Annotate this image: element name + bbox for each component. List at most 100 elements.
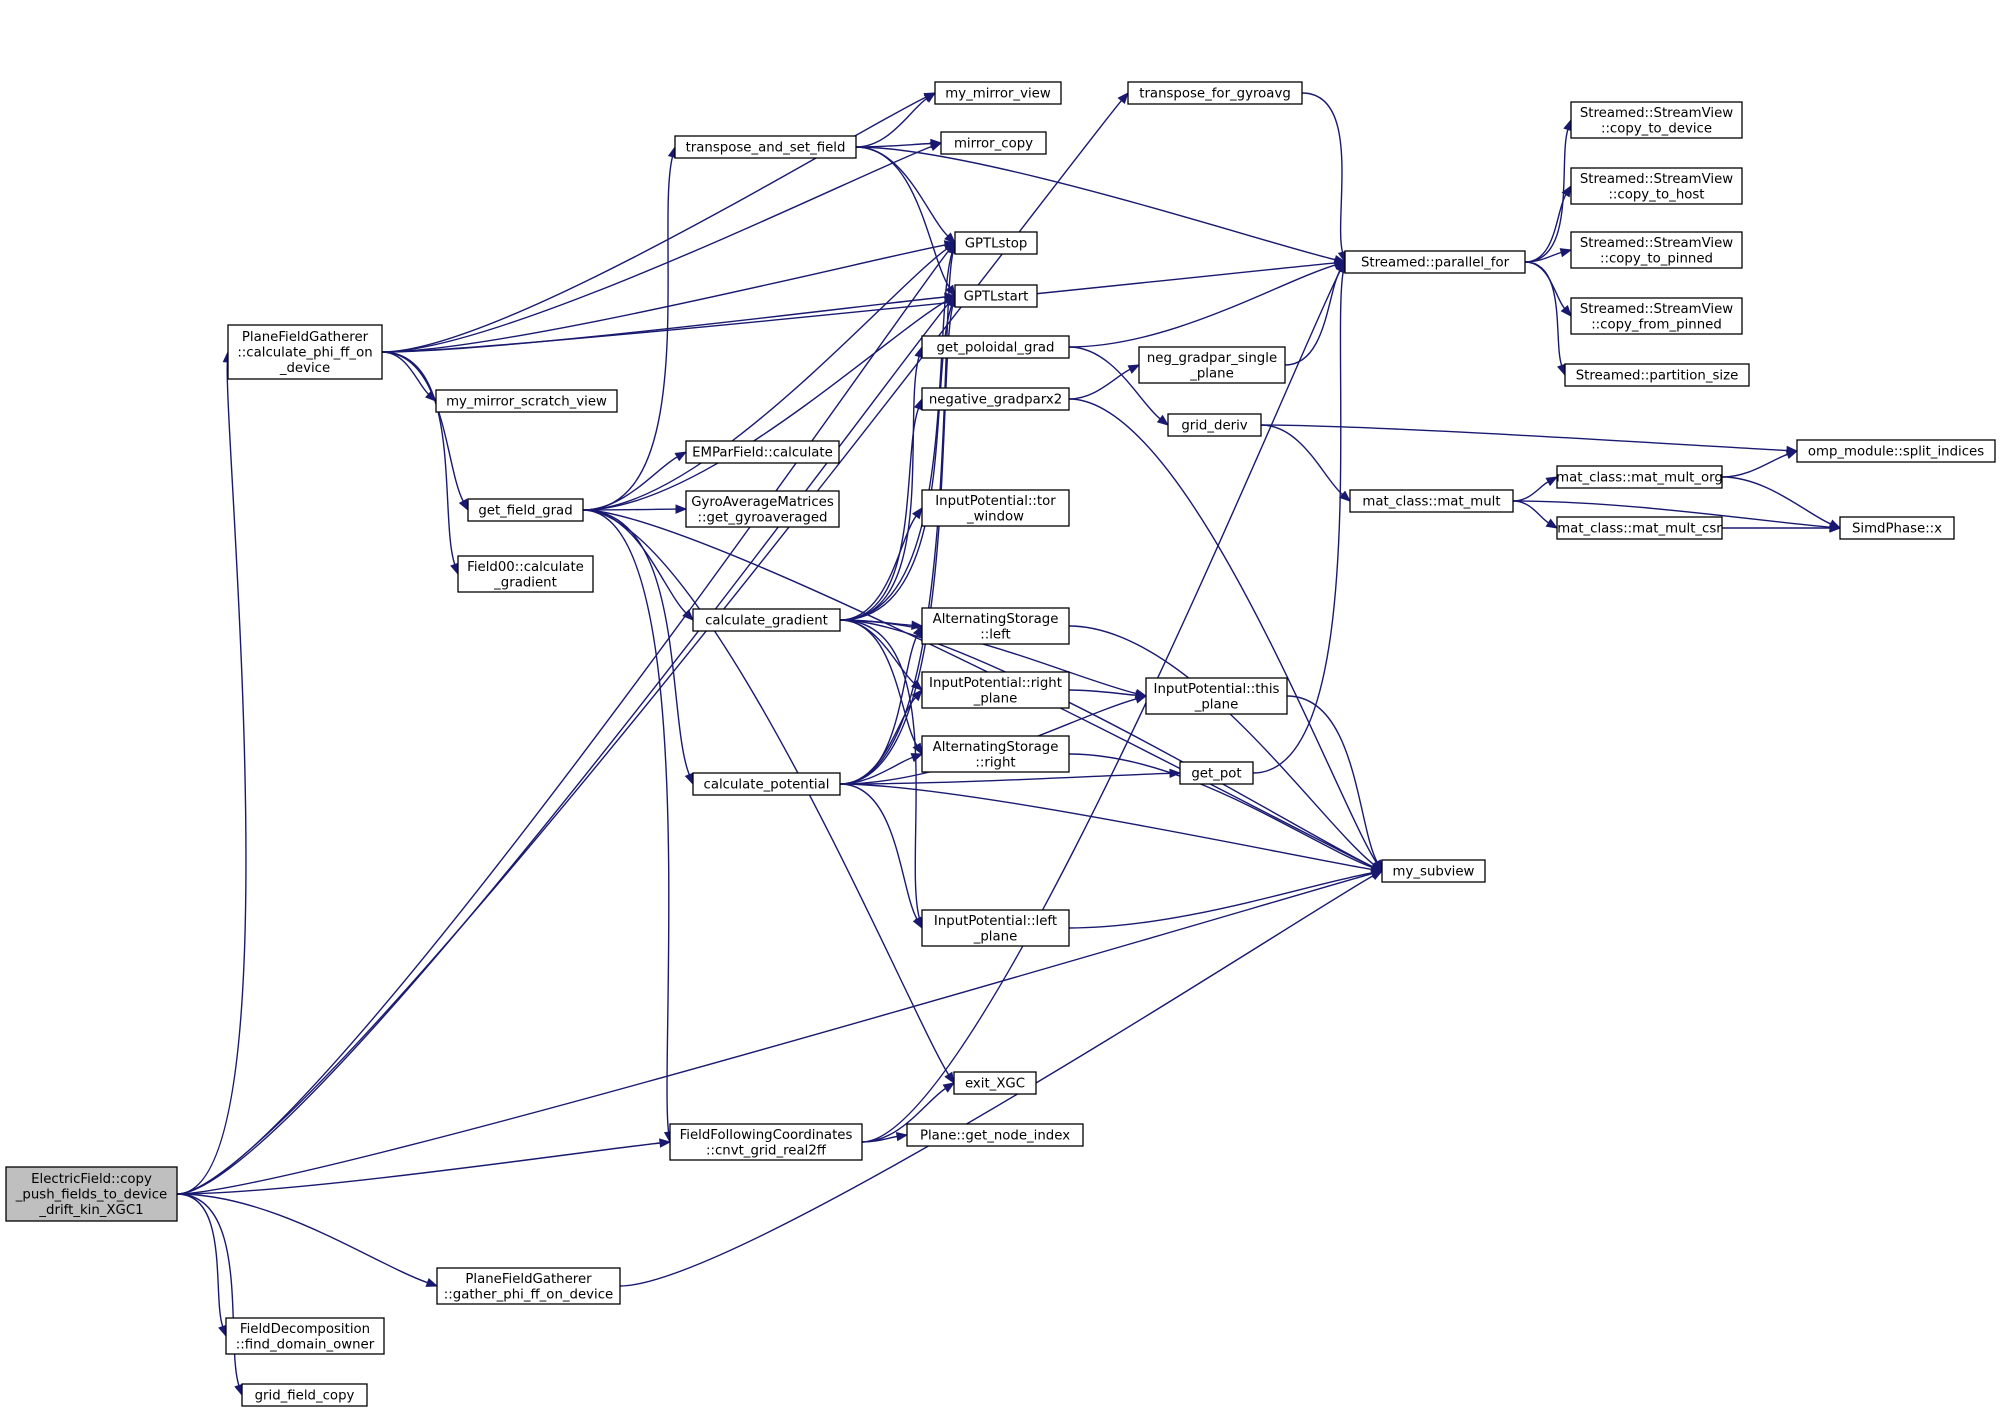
node-box xyxy=(674,135,857,159)
node-label-line: calculate_potential xyxy=(704,778,830,793)
edge-line xyxy=(861,270,1341,1143)
node-label-line: _device xyxy=(279,361,330,376)
edge-calc-gradient-to-get-poloidal-grad xyxy=(839,345,924,621)
node-label-line: PlaneFieldGatherer xyxy=(465,1272,592,1287)
node-mirror-copy[interactable]: mirror_copy xyxy=(940,131,1047,155)
node-label-line: InputPotential::this xyxy=(1154,682,1280,697)
node-box xyxy=(921,387,1070,411)
node-field00[interactable]: Field00::calculate_gradient xyxy=(457,555,594,593)
node-neg-gradpar[interactable]: neg_gradpar_single_plane xyxy=(1138,346,1286,384)
edge-get-field-grad-to-calc-potential xyxy=(582,509,694,786)
node-label-line: my_mirror_scratch_view xyxy=(446,395,607,410)
node-negative-gradparx2[interactable]: negative_gradparx2 xyxy=(921,387,1070,411)
edge-calc-gradient-to-ip-left xyxy=(839,619,924,930)
node-sv-copy-pinned[interactable]: Streamed::StreamView::copy_to_pinned xyxy=(1570,231,1743,269)
node-box xyxy=(225,1317,385,1355)
node-ip-left[interactable]: InputPotential::left_plane xyxy=(921,909,1070,947)
edge-parallel-for-to-partition-size xyxy=(1524,261,1566,377)
node-as-left[interactable]: AlternatingStorage::left xyxy=(921,607,1070,645)
node-label-line: ::copy_to_pinned xyxy=(1600,251,1713,266)
node-box xyxy=(1138,346,1286,384)
node-get-pot[interactable]: get_pot xyxy=(1179,761,1254,785)
node-box xyxy=(954,284,1038,308)
node-grid-deriv[interactable]: grid_deriv xyxy=(1167,413,1262,437)
node-label-line: ::left xyxy=(980,627,1011,642)
node-label-line: get_field_grad xyxy=(478,504,572,519)
node-gyroavg[interactable]: GyroAverageMatrices::get_gyroaveraged xyxy=(685,490,840,528)
arrowhead-icon xyxy=(458,498,469,512)
node-ffc[interactable]: FieldFollowingCoordinates::cnvt_grid_rea… xyxy=(669,1123,863,1161)
node-sv-copy-host[interactable]: Streamed::StreamView::copy_to_host xyxy=(1570,167,1743,205)
node-emparfield[interactable]: EMParField::calculate xyxy=(685,440,840,464)
node-root[interactable]: ElectricField::copy_push_fields_to_devic… xyxy=(5,1166,178,1222)
edge-transpose-gyro-to-parallel-for xyxy=(1301,92,1347,264)
edge-line xyxy=(839,619,918,746)
node-get-poloidal-grad[interactable]: get_poloidal_grad xyxy=(921,335,1070,359)
edge-ffc-to-parallel-for xyxy=(861,260,1346,1143)
edge-transpose-set-to-mirror-copy xyxy=(855,138,943,149)
node-label-line: _plane xyxy=(1189,366,1234,381)
node-transpose-gyro[interactable]: transpose_for_gyroavg xyxy=(1127,81,1303,105)
arrowhead-icon xyxy=(1117,91,1129,105)
node-ip-this[interactable]: InputPotential::this_plane xyxy=(1145,677,1288,715)
edge-ip-right-to-ip-this xyxy=(1068,689,1148,700)
node-parallel-for[interactable]: Streamed::parallel_for xyxy=(1344,250,1526,274)
edge-line xyxy=(839,252,953,621)
node-gptlstop[interactable]: GPTLstop xyxy=(954,231,1038,255)
edge-get-field-grad-to-gptlstop xyxy=(582,242,957,511)
node-label-line: grid_deriv xyxy=(1181,419,1247,434)
node-sv-copy-from-pinned[interactable]: Streamed::StreamView::copy_from_pinned xyxy=(1570,297,1743,335)
node-split-indices[interactable]: omp_module::split_indices xyxy=(1796,439,1996,463)
node-ip-right[interactable]: InputPotential::right_plane xyxy=(921,671,1070,709)
node-exit-xgc[interactable]: exit_XGC xyxy=(953,1071,1037,1095)
node-label-line: ::gather_phi_ff_on_device xyxy=(444,1287,613,1302)
node-my-subview[interactable]: my_subview xyxy=(1381,859,1486,883)
node-label-line: GyroAverageMatrices xyxy=(691,495,834,510)
node-mat-mult-csr[interactable]: mat_class::mat_mult_csr xyxy=(1556,516,1723,540)
edge-line xyxy=(1286,695,1378,863)
node-box xyxy=(1145,677,1288,715)
node-box xyxy=(1167,413,1262,437)
arrowhead-icon xyxy=(1545,476,1559,487)
arrowhead-icon xyxy=(1127,364,1141,374)
edge-parallel-for-to-sv-copy-host xyxy=(1524,184,1572,263)
node-box xyxy=(940,131,1047,155)
node-gptlstart[interactable]: GPTLstart xyxy=(954,284,1038,308)
node-label-line: _drift_kin_XGC1 xyxy=(38,1203,143,1218)
node-calc-gradient[interactable]: calculate_gradient xyxy=(692,608,841,632)
node-label-line: FieldFollowingCoordinates xyxy=(680,1128,853,1143)
node-my-mirror-view[interactable]: my_mirror_view xyxy=(934,81,1062,105)
arrowhead-icon xyxy=(911,688,923,702)
edge-line xyxy=(839,783,918,920)
arrowhead-icon xyxy=(675,504,688,514)
node-grid-field-copy[interactable]: grid_field_copy xyxy=(241,1383,368,1407)
node-pfg-gather[interactable]: PlaneFieldGatherer::gather_phi_ff_on_dev… xyxy=(436,1267,621,1305)
node-layer: ElectricField::copy_push_fields_to_devic… xyxy=(5,81,1996,1407)
node-ip-tor[interactable]: InputPotential::tor_window xyxy=(921,489,1070,527)
arrowhead-icon xyxy=(1338,490,1352,502)
node-mat-mult[interactable]: mat_class::mat_mult xyxy=(1349,489,1514,513)
node-box xyxy=(1839,516,1955,540)
node-field-decomp[interactable]: FieldDecomposition::find_domain_owner xyxy=(225,1317,385,1355)
node-pfg-calc[interactable]: PlaneFieldGatherer::calculate_phi_ff_on_… xyxy=(227,324,383,380)
node-sv-copy-device[interactable]: Streamed::StreamView::copy_to_device xyxy=(1570,101,1743,139)
node-transpose-set[interactable]: transpose_and_set_field xyxy=(674,135,857,159)
node-plane-node[interactable]: Plane::get_node_index xyxy=(906,1123,1084,1147)
node-my-mirror-scratch[interactable]: my_mirror_scratch_view xyxy=(435,389,618,413)
node-get-field-grad[interactable]: get_field_grad xyxy=(467,498,584,522)
edge-line xyxy=(1068,346,1161,420)
edge-line xyxy=(1068,689,1137,696)
node-box xyxy=(934,81,1062,105)
arrowhead-icon xyxy=(659,1138,672,1148)
node-box xyxy=(1179,761,1254,785)
arrowhead-icon xyxy=(895,1131,909,1142)
node-label-line: AlternatingStorage xyxy=(933,740,1059,755)
node-simd-x[interactable]: SimdPhase::x xyxy=(1839,516,1955,540)
node-calc-potential[interactable]: calculate_potential xyxy=(692,772,841,796)
node-mat-mult-org[interactable]: mat_class::mat_mult_org xyxy=(1556,465,1723,489)
node-box xyxy=(1570,297,1743,335)
edge-line xyxy=(839,783,1373,871)
node-as-right[interactable]: AlternatingStorage::right xyxy=(921,735,1070,773)
node-partition-size[interactable]: Streamed::partition_size xyxy=(1564,363,1750,387)
